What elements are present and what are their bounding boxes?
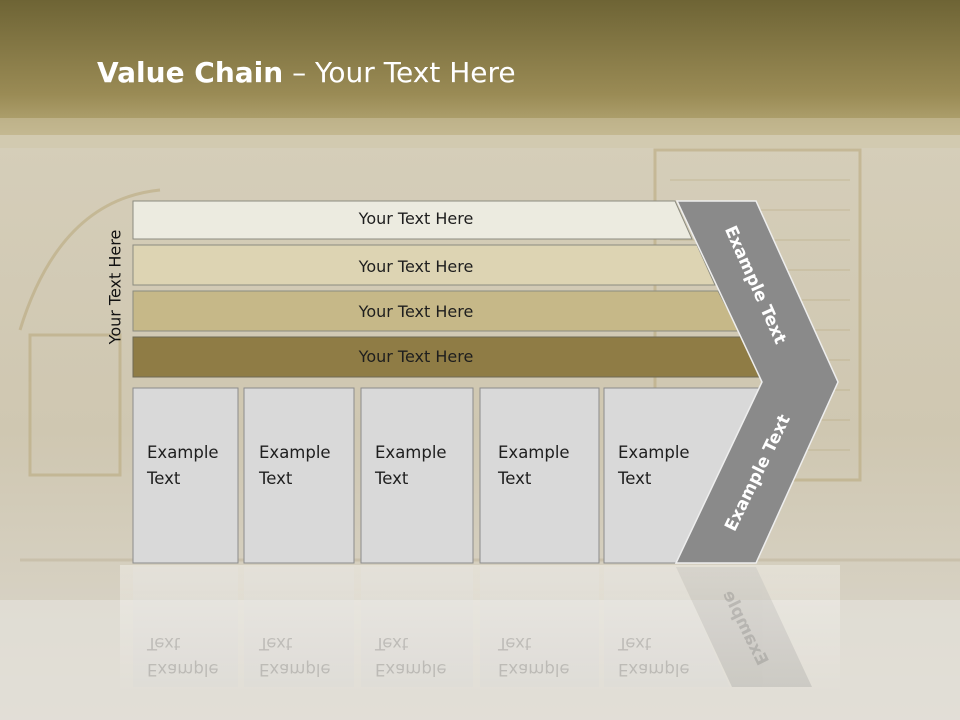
box-2-reflection: Example Text <box>259 634 331 679</box>
title-rest: – Your Text Here <box>283 56 516 89</box>
slide-title: Value Chain – Your Text Here <box>97 56 516 89</box>
box-3-label: Example Text <box>375 440 447 492</box>
box-1-reflection: Example Text <box>147 634 219 679</box>
box-5-label: Example Text <box>618 440 690 492</box>
bar-2-label: Your Text Here <box>358 257 474 276</box>
bar-1-label: Your Text Here <box>358 209 474 228</box>
box-1-line2: Text <box>147 469 181 488</box>
chevron-arrow <box>674 200 839 564</box>
box-3-line2: Text <box>375 469 409 488</box>
box-2-label: Example Text <box>259 440 331 492</box>
bar-3-label: Your Text Here <box>358 302 474 321</box>
bar-2 <box>132 244 716 286</box>
box-5-line1: Example <box>618 443 690 462</box>
box-4-label: Example Text <box>498 440 570 492</box>
box-1 <box>132 387 239 564</box>
box-1-label: Example Text <box>147 440 219 492</box>
box-3-line1: Example <box>375 443 447 462</box>
box-3-reflection: Example Text <box>375 634 447 679</box>
box-4-reflection: Example Text <box>498 634 570 679</box>
box-4-line2: Text <box>498 469 532 488</box>
box-4 <box>479 387 600 564</box>
bar-4-label: Your Text Here <box>358 347 474 366</box>
bar-1 <box>132 200 693 240</box>
box-3 <box>360 387 474 564</box>
box-2-line1: Example <box>259 443 331 462</box>
box-2 <box>243 387 355 564</box>
box-2-line2: Text <box>259 469 293 488</box>
box-1-line1: Example <box>147 443 219 462</box>
title-bold: Value Chain <box>97 56 284 89</box>
box-5-line2: Text <box>618 469 652 488</box>
vertical-label: Your Text Here <box>105 229 125 345</box>
box-4-line1: Example <box>498 443 570 462</box>
box-5-reflection: Example Text <box>618 634 690 679</box>
